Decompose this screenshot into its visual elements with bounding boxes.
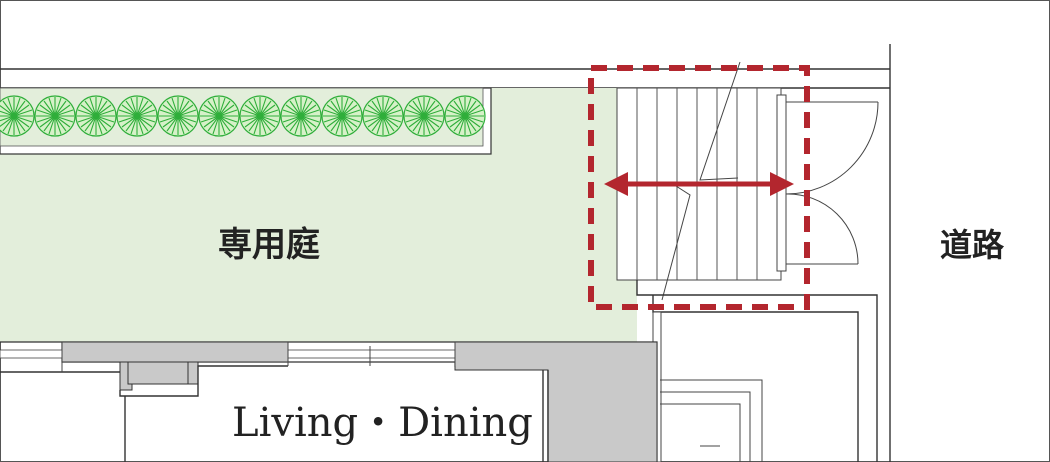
building-wall bbox=[0, 341, 658, 462]
shrub-icon bbox=[34, 95, 76, 137]
shrub-icon bbox=[0, 95, 35, 137]
double-arrow-icon bbox=[604, 172, 794, 196]
shrub-icon bbox=[403, 95, 445, 137]
access-highlight-box bbox=[588, 65, 810, 310]
road-label: 道路 bbox=[940, 226, 1005, 264]
shrub-icon bbox=[198, 95, 240, 137]
shrub-icon bbox=[75, 95, 117, 137]
shrub-icon bbox=[280, 95, 322, 137]
living-dining-label: Living・Dining bbox=[232, 400, 533, 446]
stairs bbox=[616, 61, 787, 301]
shrub-icon bbox=[157, 95, 199, 137]
garden-label: 専用庭 bbox=[218, 225, 320, 265]
stair-break-line-upper bbox=[699, 61, 741, 181]
shrub-icon bbox=[321, 95, 363, 137]
shrub-icon bbox=[362, 95, 404, 137]
shrub-icon bbox=[444, 95, 486, 137]
shrub-icon bbox=[239, 95, 281, 137]
shrub-icon bbox=[116, 95, 158, 137]
stair-break-line-lower bbox=[661, 185, 691, 301]
